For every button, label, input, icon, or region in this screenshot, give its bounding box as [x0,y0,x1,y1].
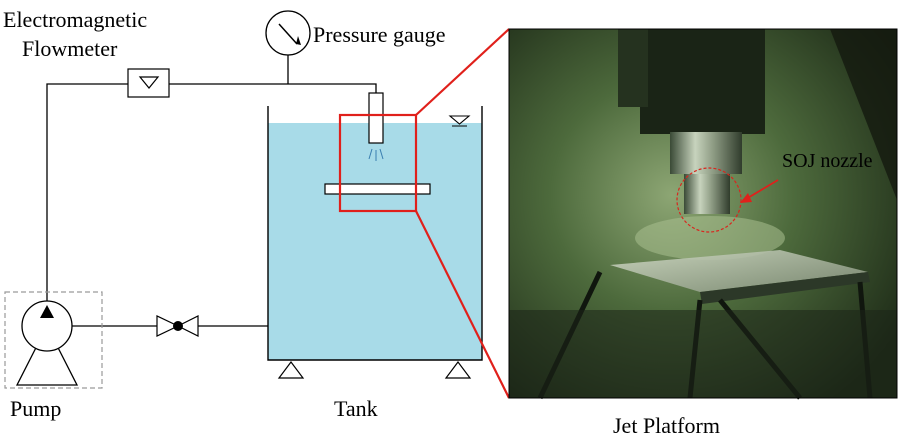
pump-dashed-box [4,291,103,389]
tank-water [268,123,482,360]
pump-label: Pump [10,396,61,421]
zoom-indicator [338,28,510,399]
jet-platform-photo [508,28,898,400]
pump-icon [4,291,103,389]
jet-platform-label: Jet Platform [613,413,720,438]
platform-plate [324,183,431,195]
tank-label: Tank [334,396,378,421]
tank-icon [267,106,483,379]
soj-nozzle-label: SOJ nozzle [782,150,873,172]
arrow-icon [740,193,752,203]
valve-icon [156,315,199,337]
flowmeter-label-line1: Electromagnetic [3,7,147,32]
supply-pipe [46,83,377,305]
water-level-icon [448,115,471,125]
tank-foot-left [277,361,305,379]
tank-foot-right [444,361,472,379]
nozzle-highlight-circle [676,167,742,233]
nozzle-icon [368,92,384,161]
highlight-box [338,113,418,213]
flowmeter-icon [127,68,170,98]
pressure-gauge-icon [265,10,311,56]
flowmeter-label-line2: Flowmeter [22,36,118,61]
pressure-gauge-label: Pressure gauge [313,22,446,47]
